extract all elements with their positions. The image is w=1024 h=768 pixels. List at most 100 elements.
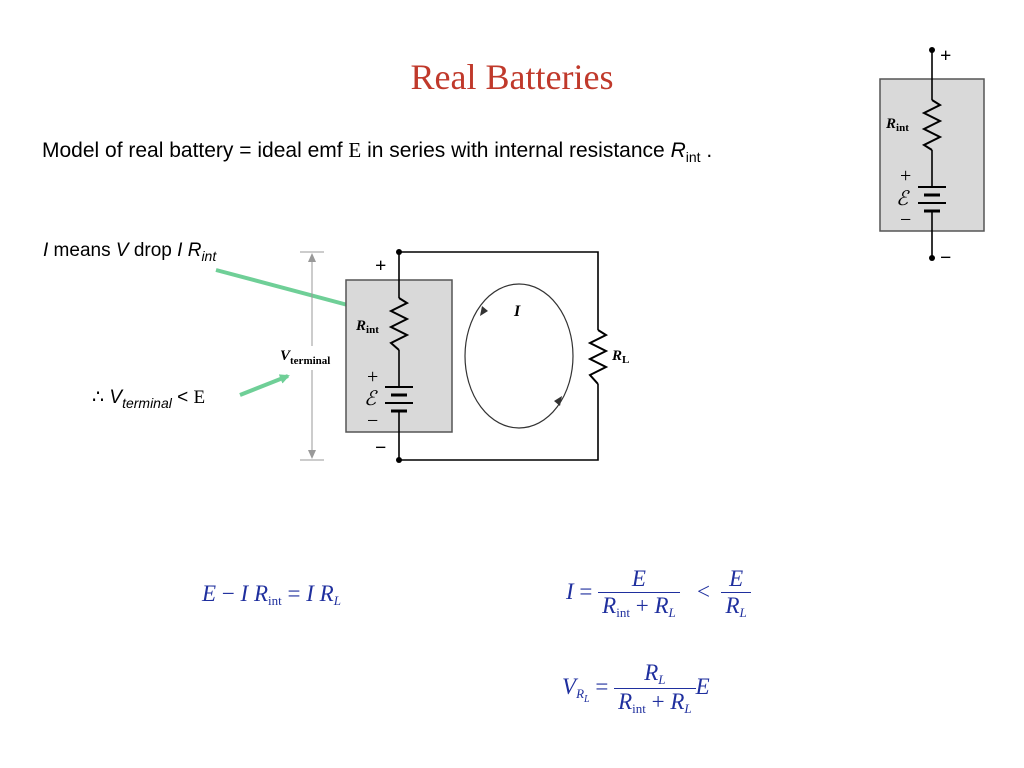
eq2-numerator: E	[631, 566, 646, 591]
eq2-den-r-sub: int	[616, 605, 630, 620]
load-label: RL	[611, 348, 629, 366]
note-v: V	[115, 240, 129, 261]
terminal-voltage-note: ∴ Vterminal < E	[92, 386, 205, 411]
statement-middle: in series with internal resistance	[361, 139, 671, 162]
eq3-equals: =	[589, 673, 615, 699]
eq3-num-r: R	[644, 660, 659, 685]
eq2-i: I	[566, 578, 574, 604]
eq2-denominator: Rint + RL	[598, 592, 680, 621]
eq3-numerator: RL	[614, 660, 696, 688]
emf-symbol: E	[348, 138, 362, 162]
note-emf: E	[193, 387, 206, 408]
internal-resistor	[388, 297, 410, 351]
statement-suffix: .	[700, 139, 713, 162]
rint-r: R	[355, 318, 366, 334]
eq2-den-r: R	[602, 593, 617, 618]
eq2-denominator-2: RL	[721, 592, 751, 621]
model-statement: Model of real battery = ideal emf E in s…	[42, 138, 712, 165]
small-minus-label: −	[940, 247, 951, 269]
small-top-terminal	[929, 47, 935, 53]
load-resistor	[587, 329, 609, 385]
eq3-v-subsub: L	[584, 693, 590, 705]
small-rint-sub: int	[896, 122, 909, 134]
eq3-den-rl-sub: L	[684, 701, 692, 716]
eq2-numerator-2: E	[729, 566, 744, 591]
eq1-rl-sub: L	[333, 593, 341, 608]
small-plus-label: +	[940, 45, 951, 67]
equation-kirchhoff: E − I Rint = I RL	[202, 581, 341, 609]
current-drop-note: I means V drop I Rint	[43, 240, 216, 264]
note-r: R	[182, 240, 202, 261]
eq2-equals: =	[573, 578, 599, 604]
current-arrowhead	[554, 396, 562, 406]
resistance-subscript: int	[685, 149, 701, 165]
small-emf-label: ℰ	[896, 188, 910, 210]
vterminal-sub: terminal	[290, 355, 330, 367]
note-r-subscript: int	[201, 248, 217, 264]
eq2-den2-r: R	[725, 593, 740, 618]
resistance-symbol: R	[670, 139, 686, 162]
vterminal-v: V	[280, 348, 292, 364]
vterminal-arrow-up	[308, 253, 316, 262]
note-less-than: <	[171, 387, 194, 408]
circuit-wire-bottom	[399, 384, 599, 461]
small-cell-plus: +	[900, 165, 911, 187]
small-cell-minus: −	[900, 209, 911, 231]
cell-minus-label: −	[367, 410, 378, 432]
bottom-terminal	[396, 457, 402, 463]
eq1-minus: −	[216, 581, 241, 606]
small-rint-label: Rint	[885, 116, 909, 134]
eq3-plus: +	[645, 689, 671, 714]
statement-prefix: Model of real battery = ideal emf	[42, 139, 349, 162]
eq2-den2-sub: L	[739, 605, 747, 620]
circuit-wire	[399, 251, 599, 330]
eq1-r: R	[248, 581, 269, 606]
eq3-denominator: Rint + RL	[614, 688, 696, 717]
eq3-v-sub: R	[576, 685, 585, 701]
eq2-den-rl-sub: L	[668, 605, 676, 620]
eq3-e: E	[695, 673, 710, 699]
rint-sub: int	[366, 324, 379, 336]
plus-label: +	[375, 255, 386, 277]
current-loop	[464, 283, 574, 429]
eq3-num-sub: L	[658, 672, 666, 687]
load-r: R	[611, 348, 622, 364]
top-terminal	[396, 249, 402, 255]
eq2-den-rl: R	[654, 593, 669, 618]
therefore-symbol: ∴	[92, 387, 105, 408]
minus-label: −	[375, 437, 386, 459]
eq3-den-rl: R	[670, 689, 685, 714]
note-means: means	[48, 240, 116, 261]
note-drop: drop	[128, 240, 178, 261]
cell-plus-label: +	[367, 366, 378, 388]
eq1-i2: I	[306, 581, 314, 606]
eq3-den-r-sub: int	[632, 701, 646, 716]
vterminal-label: Vterminal	[280, 348, 330, 367]
load-sub: L	[622, 354, 629, 366]
small-internal-resistor	[921, 99, 943, 151]
eq1-r-sub: int	[268, 593, 282, 608]
eq3-v: V	[562, 673, 577, 699]
eq1-i: I	[240, 581, 249, 606]
note-i2: I	[177, 240, 183, 261]
eq2-plus: +	[629, 593, 655, 618]
current-label: I	[513, 303, 521, 320]
eq1-rl: R	[313, 581, 334, 606]
eq1-equals: =	[281, 581, 307, 606]
rint-label: Rint	[355, 318, 379, 336]
small-bottom-terminal	[929, 255, 935, 261]
note-current-i: I	[43, 240, 49, 261]
slide-title: Real Batteries	[410, 57, 614, 97]
note-v-terminal-subscript: terminal	[122, 395, 172, 411]
eq1-e: E	[202, 581, 217, 606]
note-v-terminal: V	[109, 387, 123, 408]
eq2-less-than: <	[696, 578, 710, 604]
eq3-den-r: R	[618, 689, 633, 714]
emf-label: ℰ	[364, 388, 378, 410]
